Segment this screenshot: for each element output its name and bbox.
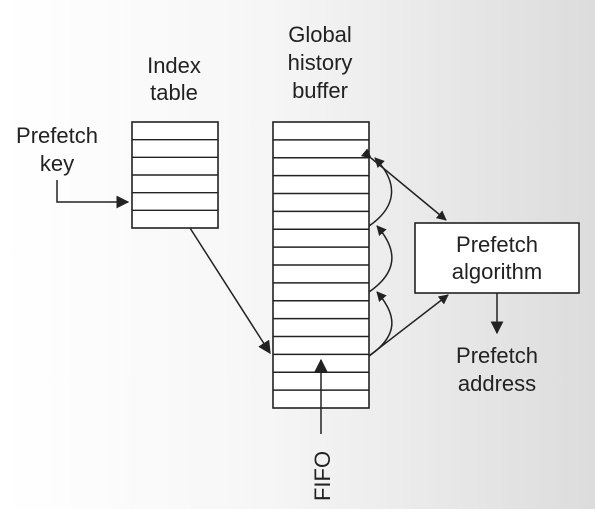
prefetch-key-arrow	[56, 180, 130, 209]
prefetch-key-label-line-2: key	[40, 151, 74, 176]
index-table-label-line-1: Index	[147, 53, 201, 78]
ghb-link-curve-2	[368, 225, 393, 293]
index-to-ghb-arrow	[189, 227, 271, 355]
ghb-link-curve-3	[368, 157, 393, 227]
ghb-label-line-2: history	[288, 50, 353, 75]
ghb-label-line-1: Global	[288, 22, 352, 47]
prefetch-algorithm-label-line-2: algorithm	[452, 259, 542, 284]
ghb-label-line-3: buffer	[292, 78, 348, 103]
prefetch-address-label-line-2: address	[458, 371, 536, 396]
prefetch-algorithm-label-line-1: Prefetch	[456, 232, 538, 257]
fifo-label: FIFO	[310, 451, 335, 501]
prefetch-key-label-line-1: Prefetch	[16, 123, 98, 148]
ghb-algorithm-link-bottom	[368, 294, 449, 357]
index-table-label-line-2: table	[150, 80, 198, 105]
prefetch-algorithm-box: Prefetch algorithm	[414, 222, 580, 294]
ghb-rows	[273, 139, 369, 391]
prefetch-address-label-line-1: Prefetch	[456, 343, 538, 368]
index-table-rows	[132, 138, 218, 212]
ghb-algorithm-link-top	[360, 148, 447, 221]
index-table	[131, 121, 219, 229]
